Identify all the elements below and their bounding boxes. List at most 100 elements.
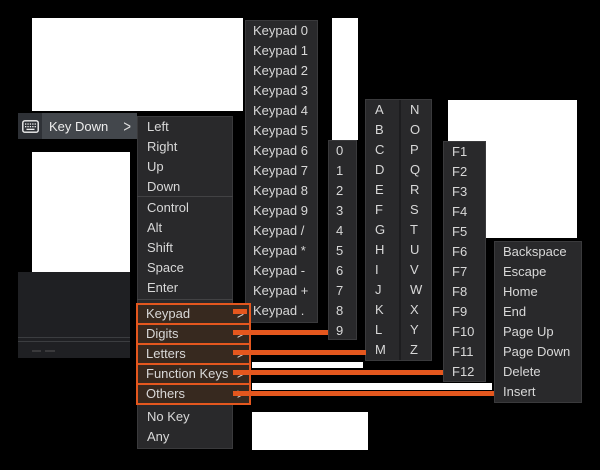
menu-item[interactable]: X (410, 302, 419, 317)
menu-item[interactable]: Home (503, 284, 538, 299)
menu-item[interactable]: A (375, 102, 384, 117)
menu-item[interactable]: B (375, 122, 384, 137)
menu-item[interactable]: Insert (503, 384, 536, 399)
menu-item[interactable]: O (410, 122, 421, 137)
menu-item[interactable]: K (375, 302, 384, 317)
menu-item[interactable]: F8 (452, 284, 468, 299)
menu-item[interactable]: Keypad 3 (253, 83, 308, 98)
menu-item[interactable]: V (410, 262, 419, 277)
menu-item[interactable]: Control (147, 200, 189, 215)
menu-item[interactable]: Down (147, 179, 181, 194)
menu-item[interactable]: 6 (336, 263, 344, 278)
menu-item[interactable]: Keypad 8 (253, 183, 308, 198)
menu-separator (137, 196, 233, 197)
menu-item[interactable]: F3 (452, 184, 468, 199)
menu-item[interactable]: Keypad 9 (253, 203, 308, 218)
menu-item[interactable]: Up (147, 159, 164, 174)
menu-item[interactable]: Keypad 4 (253, 103, 308, 118)
menu-item[interactable]: W (410, 282, 423, 297)
menu-item[interactable]: F11 (452, 344, 474, 359)
menu-item[interactable]: F6 (452, 244, 468, 259)
menu-item[interactable]: M (375, 342, 386, 357)
menu-item[interactable]: Page Down (503, 344, 571, 359)
menu-item[interactable]: Keypad + (253, 283, 309, 298)
menu-item[interactable]: U (410, 242, 420, 257)
menu-item[interactable]: L (375, 322, 383, 337)
menu-item[interactable]: S (410, 202, 419, 217)
menu-item[interactable]: Keypad 1 (253, 43, 308, 58)
menu-item[interactable]: F (375, 202, 383, 217)
menu-item[interactable]: F5 (452, 224, 468, 239)
menu-item[interactable]: F10 (452, 324, 475, 339)
menu-item[interactable]: Space (147, 260, 184, 275)
background-window-white-strip (252, 362, 363, 368)
menu-item[interactable]: F4 (452, 204, 468, 219)
menu-item[interactable]: 1 (336, 163, 344, 178)
menu-item[interactable]: Y (410, 322, 419, 337)
menu-item[interactable]: Right (147, 139, 178, 154)
menu-item[interactable]: F12 (452, 364, 475, 379)
menu-item[interactable]: Q (410, 162, 421, 177)
menu-item[interactable]: F2 (452, 164, 468, 179)
menu-item[interactable]: End (503, 304, 527, 319)
menu-item[interactable]: Keypad - (253, 263, 306, 278)
menu-item[interactable]: 3 (336, 203, 344, 218)
menu-item[interactable]: 9 (336, 323, 344, 338)
menu-item[interactable]: Enter (147, 280, 179, 295)
menu-item[interactable]: Left (147, 119, 169, 134)
menu-item[interactable]: Shift (147, 240, 174, 255)
menu-item[interactable]: C (375, 142, 385, 157)
menu-item[interactable]: F7 (452, 264, 468, 279)
menu-item[interactable]: 8 (336, 303, 344, 318)
menu-item[interactable]: Keypad 5 (253, 123, 308, 138)
menu-item[interactable]: Keypad 0 (253, 23, 308, 38)
menu-item[interactable]: R (410, 182, 420, 197)
menu-item[interactable]: 7 (336, 283, 344, 298)
submenu-digits: 0 1 2 3 4 5 6 7 8 9 (328, 140, 357, 340)
menu-item[interactable]: 0 (336, 143, 344, 158)
menu-item[interactable]: E (375, 182, 384, 197)
menu-item[interactable]: 5 (336, 243, 344, 258)
annotation-line-function-keys (233, 370, 443, 375)
menu-item[interactable]: J (375, 282, 382, 297)
background-window-dark-panel (18, 272, 130, 358)
menu-item[interactable]: I (375, 262, 379, 277)
menu-item[interactable]: Keypad / (253, 223, 305, 238)
menu-item-key-down[interactable]: Key Down > (18, 113, 137, 139)
menu-item[interactable]: G (375, 222, 386, 237)
submenu-keypad: Keypad 0 Keypad 1 Keypad 2 Keypad 3 Keypad 4… (245, 20, 318, 323)
menu-item[interactable]: Any (147, 429, 170, 444)
menu-item-label: Digits (146, 326, 179, 341)
menu-item[interactable]: F1 (452, 144, 468, 159)
menu-item-label: Keypad (146, 306, 191, 321)
chevron-right-icon: > (123, 116, 131, 136)
menu-item[interactable]: N (410, 102, 420, 117)
menu-item-keypad[interactable]: Keypad > (136, 303, 251, 325)
menu-item[interactable]: D (375, 162, 385, 177)
menu-item-label: Others (146, 386, 186, 401)
menu-item[interactable]: P (410, 142, 419, 157)
menu-item[interactable]: 4 (336, 223, 344, 238)
background-window-white-area (32, 18, 243, 111)
menu-item[interactable]: Keypad . (253, 303, 305, 318)
menu-item[interactable]: Backspace (503, 244, 567, 259)
menu-item[interactable]: Keypad 6 (253, 143, 308, 158)
menu-item[interactable]: Alt (147, 220, 163, 235)
menu-item[interactable]: 2 (336, 183, 344, 198)
menu-item[interactable]: Z (410, 342, 418, 357)
menu-item[interactable]: Keypad 2 (253, 63, 308, 78)
menu-item[interactable]: Page Up (503, 324, 554, 339)
menu-item[interactable]: Keypad 7 (253, 163, 308, 178)
menu-item[interactable]: Escape (503, 264, 547, 279)
menu-item[interactable]: H (375, 242, 385, 257)
menu-item[interactable]: F9 (452, 304, 468, 319)
menu-item[interactable]: Delete (503, 364, 541, 379)
menu-item[interactable]: No Key (147, 409, 190, 424)
menu-item[interactable]: Keypad * (253, 243, 306, 258)
menu-item[interactable]: T (410, 222, 418, 237)
